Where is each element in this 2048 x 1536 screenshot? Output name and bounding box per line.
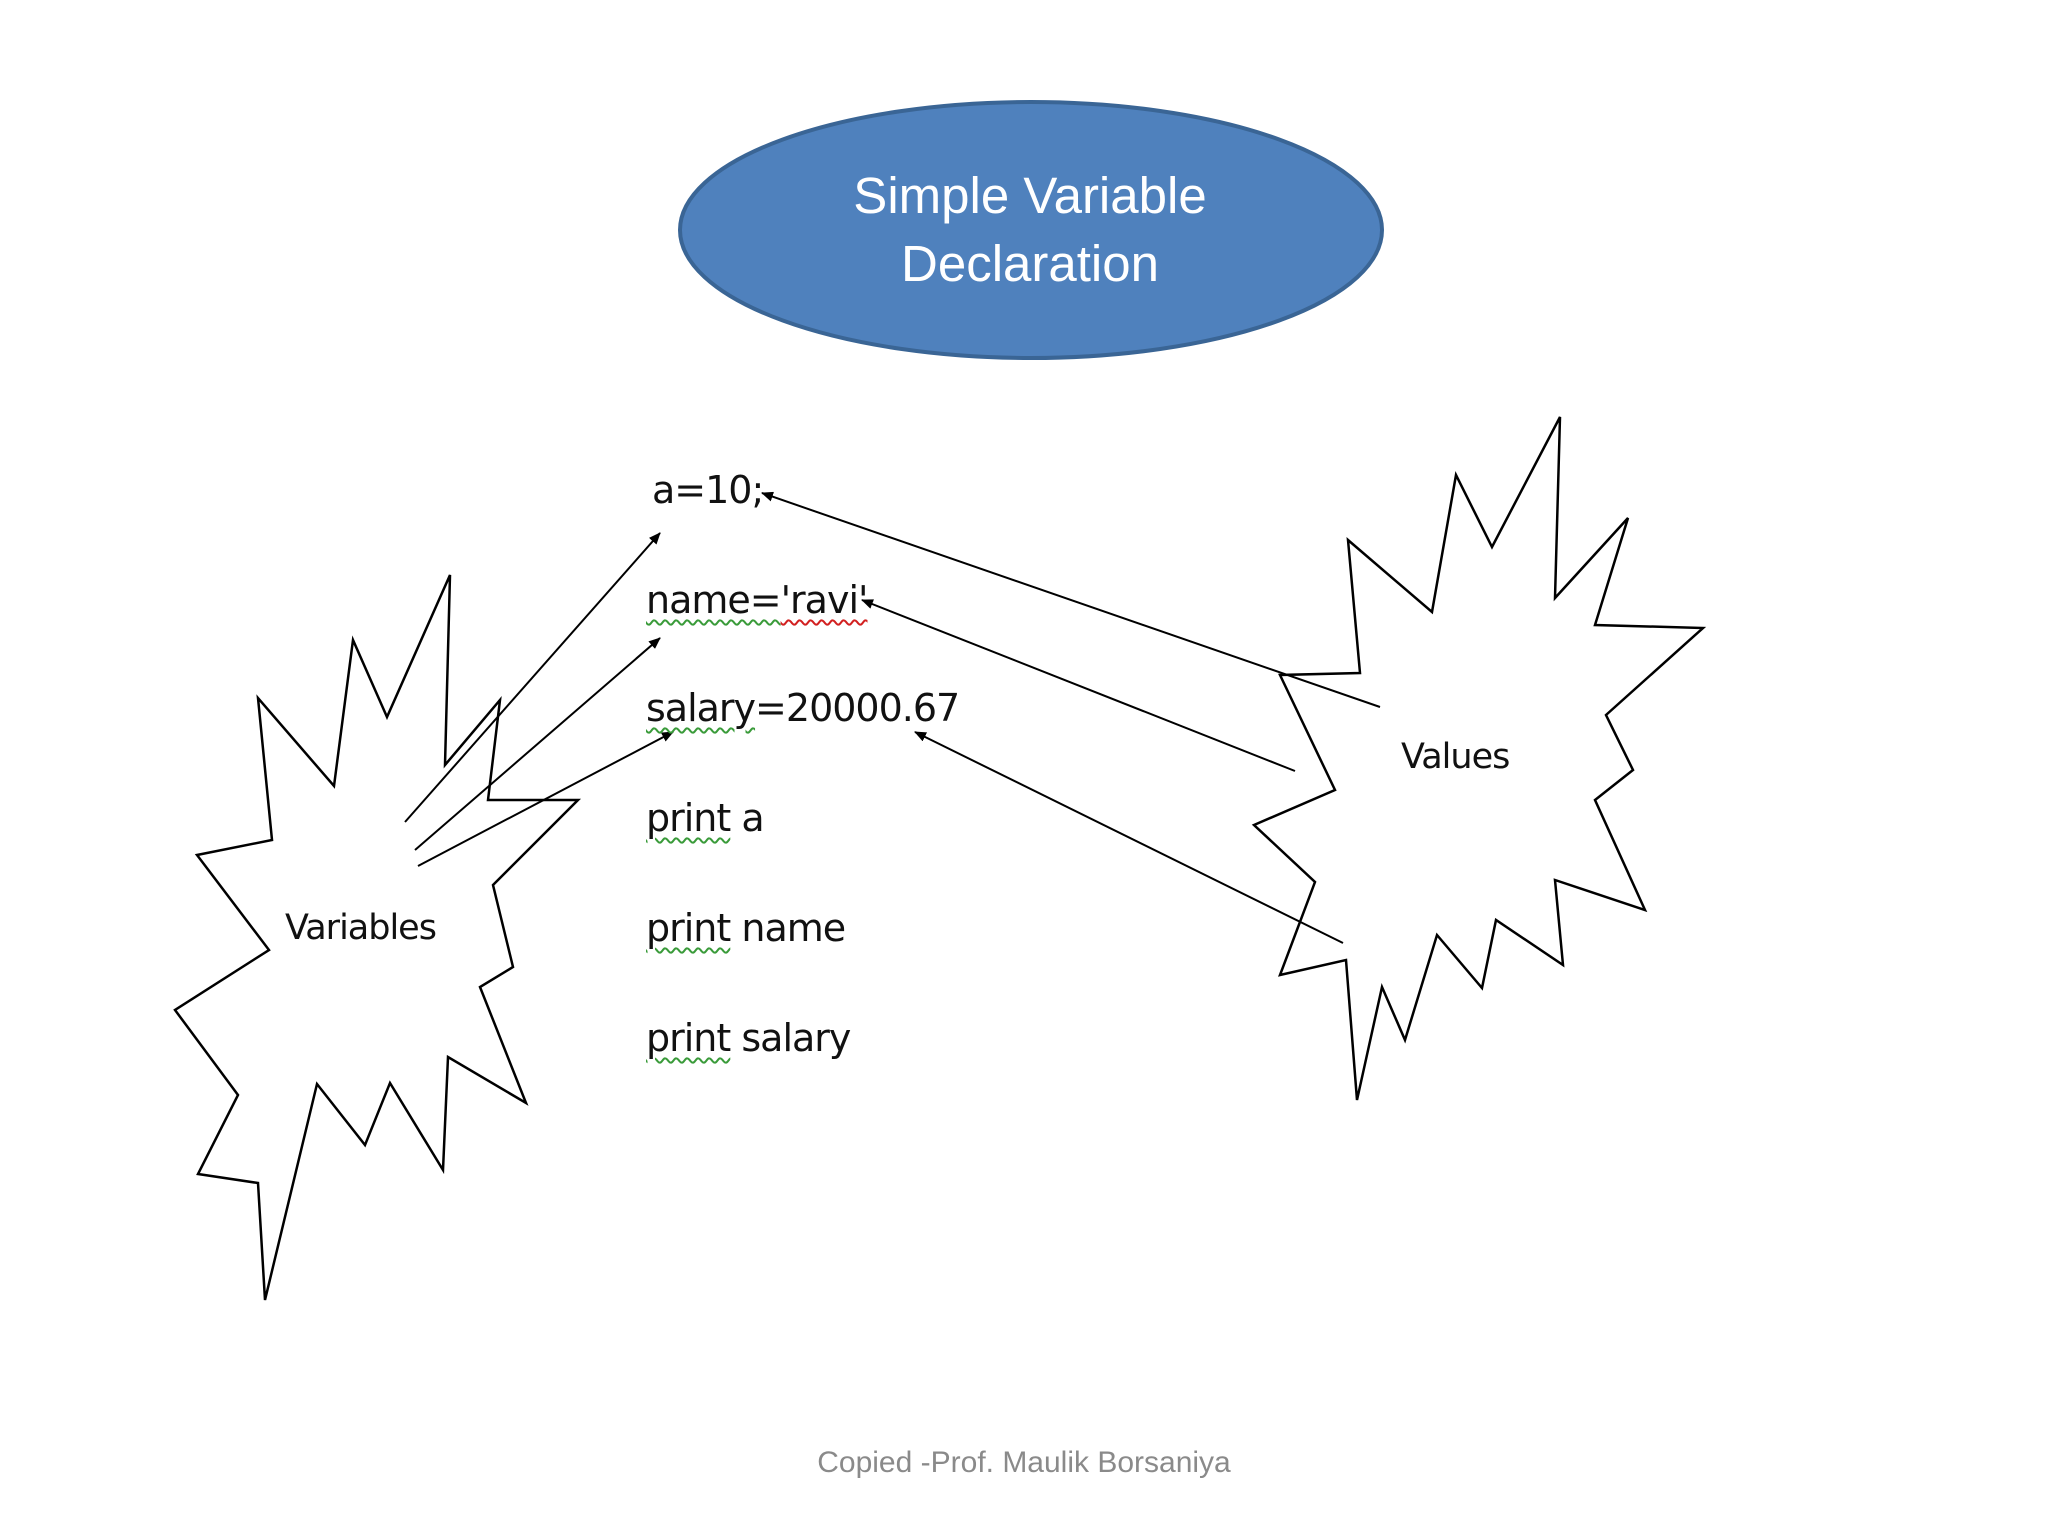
code-print-a-keyword: print bbox=[646, 796, 731, 840]
values-burst-shape bbox=[1251, 416, 1707, 1101]
footer-credit: Copied -Prof. Maulik Borsaniya bbox=[817, 1446, 1231, 1479]
code-a-assignment: a=10; bbox=[652, 468, 764, 512]
code-print-name-arg: name bbox=[730, 906, 846, 950]
code-name-identifier: name= bbox=[646, 578, 782, 622]
code-line-a: a=10; bbox=[652, 468, 764, 512]
slide-title-line-2: Declaration bbox=[901, 235, 1159, 292]
arrow-values-to-salary bbox=[914, 731, 1344, 944]
code-print-name-keyword: print bbox=[646, 906, 731, 950]
title-ellipse bbox=[678, 100, 1384, 360]
code-print-salary-arg: salary bbox=[730, 1016, 851, 1060]
arrow-values-to-a bbox=[761, 491, 1381, 708]
slide-title: Simple Variable Declaration bbox=[680, 162, 1380, 298]
values-label: Values bbox=[1401, 737, 1510, 777]
code-name-value: 'ravi' bbox=[780, 578, 869, 622]
code-salary-identifier: salary bbox=[646, 686, 756, 730]
variables-label: Variables bbox=[285, 908, 437, 948]
code-line-print-a: print a bbox=[646, 796, 765, 840]
code-print-salary-keyword: print bbox=[646, 1016, 731, 1060]
arrow-variables-to-a bbox=[404, 532, 661, 823]
variables-burst-shape bbox=[173, 574, 582, 1301]
arrow-variables-to-salary bbox=[417, 731, 674, 867]
code-line-print-salary: print salary bbox=[646, 1016, 851, 1060]
code-line-name: name='ravi' bbox=[646, 578, 869, 622]
code-line-print-name: print name bbox=[646, 906, 846, 950]
arrow-variables-to-name bbox=[414, 637, 661, 851]
code-line-salary: salary=20000.67 bbox=[646, 686, 960, 730]
arrow-values-to-name bbox=[861, 599, 1296, 772]
slide-title-line-1: Simple Variable bbox=[853, 167, 1207, 224]
code-salary-value: =20000.67 bbox=[755, 686, 960, 730]
code-print-a-arg: a bbox=[730, 796, 764, 840]
